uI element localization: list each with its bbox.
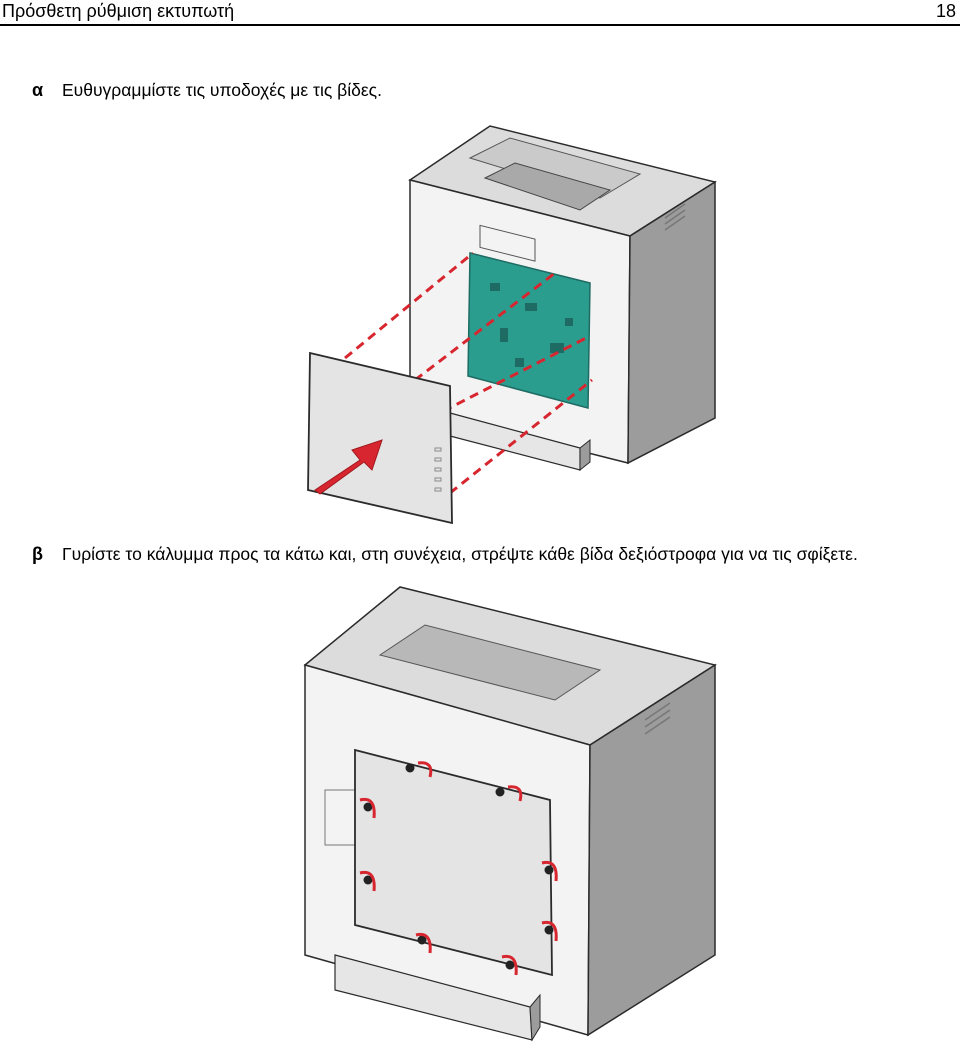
screw-icon [363, 763, 554, 970]
step-marker: α [32, 80, 44, 100]
alignment-line-icon [344, 251, 593, 495]
rotate-clockwise-icon [359, 761, 558, 976]
cover-plate-icon [354, 748, 553, 977]
page-number: 18 [935, 1, 956, 21]
step-marker: β [32, 544, 43, 564]
step-text: Ευθυγραμμίστε τις υποδοχές με τις βίδες. [62, 80, 382, 100]
printer-align-cover-illustration [307, 125, 717, 525]
arrow-icon [314, 439, 383, 495]
printer-tighten-screws-illustration [303, 586, 717, 1042]
step-text: Γυρίστε το κάλυμμα προς τα κάτω και, στη… [62, 544, 858, 564]
cover-plate-icon [307, 351, 453, 525]
page-header: Πρόσθετη ρύθμιση εκτυπωτή 18 [0, 0, 960, 26]
system-board-icon [467, 252, 591, 409]
header-title: Πρόσθετη ρύθμιση εκτυπωτή [2, 1, 235, 21]
